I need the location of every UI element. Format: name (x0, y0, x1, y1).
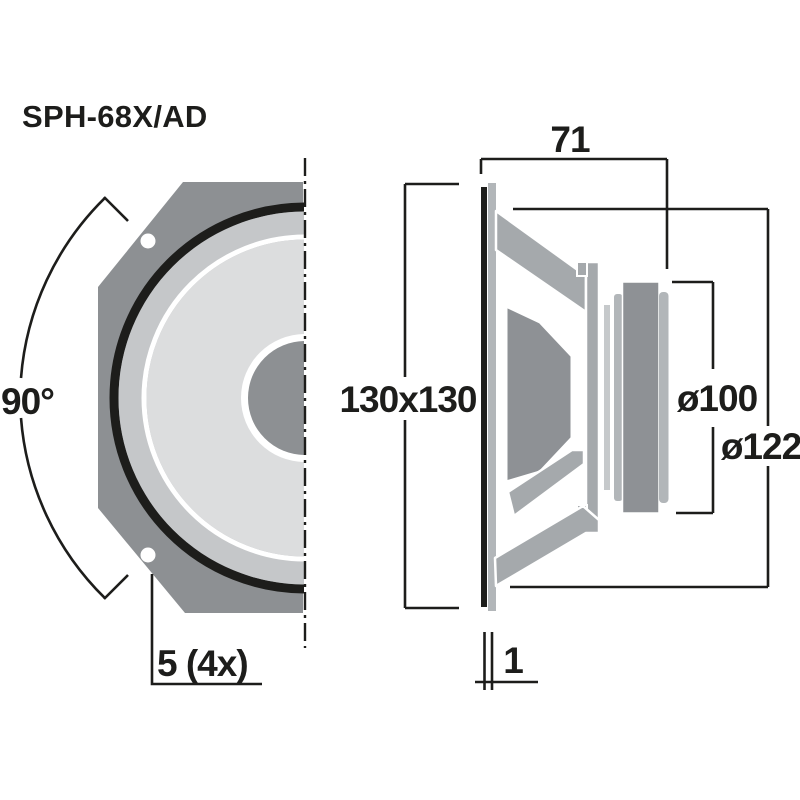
gasket-thickness-dimension (475, 632, 538, 690)
angle-arc-lower (19, 417, 106, 600)
basket-bottom-leg (493, 504, 601, 588)
angle-tick-bottom (103, 574, 129, 600)
frame-size-dimension (403, 182, 459, 610)
gasket-thickness-label: 1 (503, 640, 523, 681)
speaker-cone (146, 239, 304, 557)
dust-cap (248, 341, 304, 455)
angle-arc-upper (19, 196, 106, 379)
magnet-diameter-dimension (672, 280, 715, 515)
surround-separator (141, 234, 304, 562)
voice-coil-former (604, 305, 610, 490)
magnet-diameter-label: ø100 (677, 378, 758, 419)
back-plate (659, 292, 669, 503)
gasket-strip (488, 183, 496, 611)
depth-dimension (479, 157, 669, 269)
magnet (621, 281, 660, 514)
frame-size-label: 130x130 (339, 379, 476, 420)
basket-top-leg (494, 209, 588, 314)
angle-tick-top (103, 196, 129, 222)
basket-seat (584, 260, 601, 535)
mounting-hole-label: 5 (4x) (157, 643, 248, 684)
cutout-diameter-dimension (510, 207, 770, 589)
mounting-hole-top (140, 233, 156, 249)
spider-band (506, 448, 586, 518)
basket-tab-top (576, 261, 588, 277)
angle-dimension (19, 196, 129, 600)
rim-ring (109, 202, 304, 594)
angle-label: 90° (1, 381, 54, 422)
mounting-hole-bottom (140, 547, 156, 563)
side-view: 71 130x130 ø100 ø122 1 (339, 119, 800, 690)
page-title: SPH-68X/AD (22, 99, 208, 134)
front-view: 90° 5 (4x) (1, 158, 307, 686)
flange-front-face (481, 187, 487, 607)
cone-section (504, 304, 574, 484)
hole-callout-leader (150, 574, 262, 686)
depth-label: 71 (550, 119, 590, 160)
cutout-diameter-label: ø122 (721, 426, 800, 467)
front-plate (614, 294, 623, 501)
